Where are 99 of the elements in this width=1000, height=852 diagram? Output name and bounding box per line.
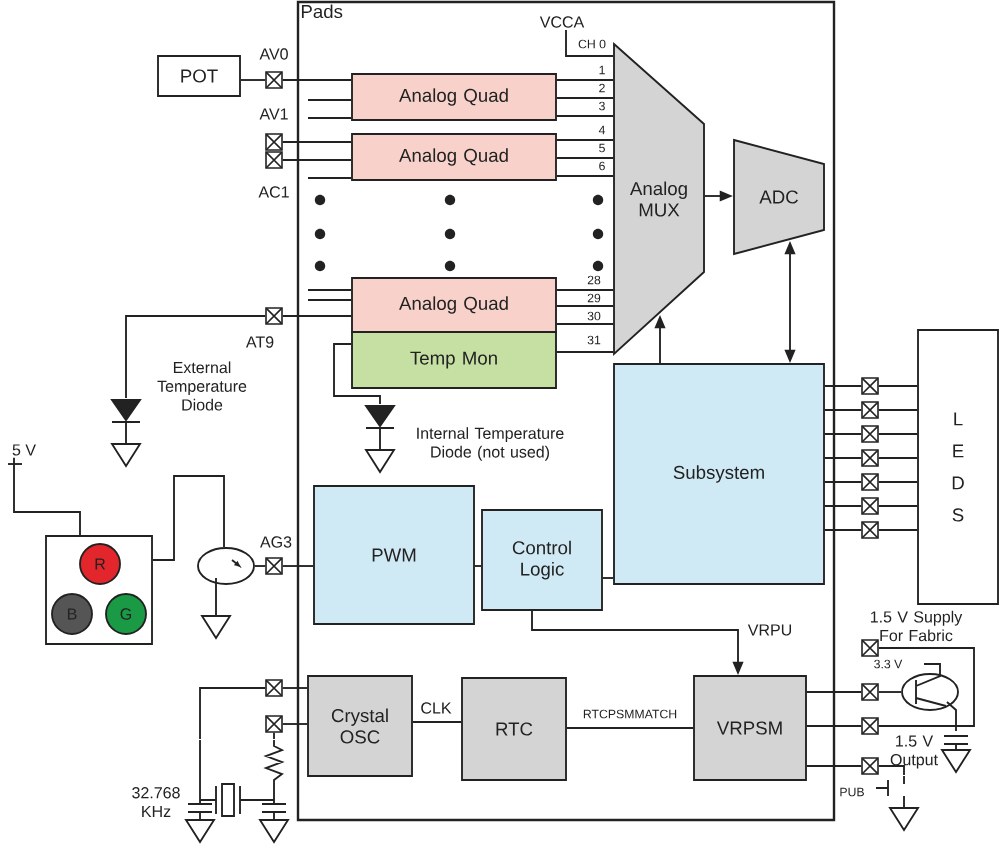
pad-symbol <box>265 133 283 151</box>
connector <box>877 529 918 531</box>
pad-symbol <box>861 425 879 443</box>
connector <box>281 565 314 567</box>
pad-symbol <box>861 401 879 419</box>
edge-label: CLK <box>421 702 452 714</box>
transistor-drawing <box>901 663 959 711</box>
pad-symbol <box>265 151 283 169</box>
pad-label: AT9 <box>245 336 274 348</box>
connector <box>474 565 482 567</box>
connector <box>556 289 614 325</box>
capacitor-drawing <box>941 735 972 773</box>
connector <box>877 433 918 435</box>
pad-symbol <box>861 757 879 775</box>
voltage-label: 1.5 V Output <box>890 735 938 769</box>
led-bar-box: L E D S <box>917 329 999 605</box>
connector <box>824 505 863 507</box>
pad-symbol <box>861 449 879 467</box>
connector <box>307 117 352 119</box>
pad-symbol <box>265 71 283 89</box>
connector <box>273 731 275 740</box>
potentiometer-box: POT <box>157 55 241 97</box>
connector <box>281 141 352 143</box>
pad-symbol <box>861 683 879 701</box>
pad-label: AG3 <box>260 536 292 548</box>
connector <box>877 691 902 693</box>
connector <box>556 139 614 177</box>
connector <box>806 725 863 727</box>
connector <box>307 99 352 101</box>
pad-symbol <box>861 521 879 539</box>
connector <box>824 385 863 387</box>
connector <box>566 727 694 729</box>
connector <box>281 79 352 81</box>
vrpsm-box: VRPSM <box>693 675 807 781</box>
connector <box>946 701 957 732</box>
connector <box>556 79 614 117</box>
supply-label: VCCA <box>539 16 585 28</box>
connector <box>281 723 308 725</box>
connector <box>254 565 267 567</box>
pad-symbol <box>861 717 879 735</box>
connector <box>877 385 918 387</box>
connector <box>240 79 267 81</box>
connector <box>877 457 918 459</box>
connector <box>412 721 462 723</box>
connector <box>877 647 975 727</box>
pad-symbol <box>861 473 879 491</box>
subsystem-box: Subsystem <box>613 363 825 585</box>
connector <box>556 351 614 353</box>
connector <box>152 475 225 561</box>
pwm-box: PWM <box>313 485 475 625</box>
control-logic-box: Control Logic <box>481 509 603 611</box>
analog-quad-box: Analog Quad <box>351 133 557 181</box>
crystal-label: 32.768 KHz <box>132 787 180 817</box>
connector <box>824 457 863 459</box>
connector <box>199 687 267 740</box>
oscillator-box: Crystal OSC <box>307 675 413 777</box>
connector <box>877 481 918 483</box>
pad-symbol <box>861 639 879 657</box>
connector <box>824 433 863 435</box>
edge-label: VRPU <box>747 624 791 636</box>
analog-quad-box: Analog Quad <box>351 73 557 121</box>
connector <box>806 691 863 693</box>
connector <box>565 29 614 57</box>
pad-symbol <box>265 307 283 325</box>
connector <box>125 315 267 399</box>
pad-label: AV1 <box>259 108 288 120</box>
connector <box>602 577 614 579</box>
connector <box>281 315 352 317</box>
supply-label: 5 V <box>7 444 36 465</box>
connector <box>13 456 81 536</box>
temp-monitor-box: Temp Mon <box>351 331 557 389</box>
connector <box>307 289 352 291</box>
connector <box>824 529 863 531</box>
connector <box>877 505 918 507</box>
pad-symbol <box>265 715 283 733</box>
transistor-symbol <box>197 547 255 639</box>
connector <box>877 765 905 776</box>
connector <box>307 299 352 301</box>
pad-symbol <box>861 497 879 515</box>
connector <box>824 481 863 483</box>
connector <box>333 343 381 405</box>
pad-label: 1.5 V Supply For Fabric <box>870 610 963 642</box>
push-button-drawing <box>875 775 920 831</box>
pad-label: AV0 <box>259 48 288 60</box>
connector <box>877 409 918 411</box>
pad-label: AC1 <box>258 186 289 198</box>
connector <box>806 765 863 767</box>
crystal-circuit-drawing <box>185 739 290 843</box>
connector <box>281 687 308 689</box>
diode-label: Internal Temperature Diode (not used) <box>417 427 564 461</box>
connector <box>281 159 352 161</box>
analog-quad-box: Analog Quad <box>351 277 557 333</box>
pad-symbol <box>265 679 283 697</box>
connector <box>307 177 352 179</box>
pad-symbol <box>861 377 879 395</box>
pad-symbol <box>265 557 283 575</box>
connector <box>824 409 863 411</box>
rtc-box: RTC <box>461 677 567 781</box>
diode-label: External Temperature Diode <box>157 361 247 411</box>
